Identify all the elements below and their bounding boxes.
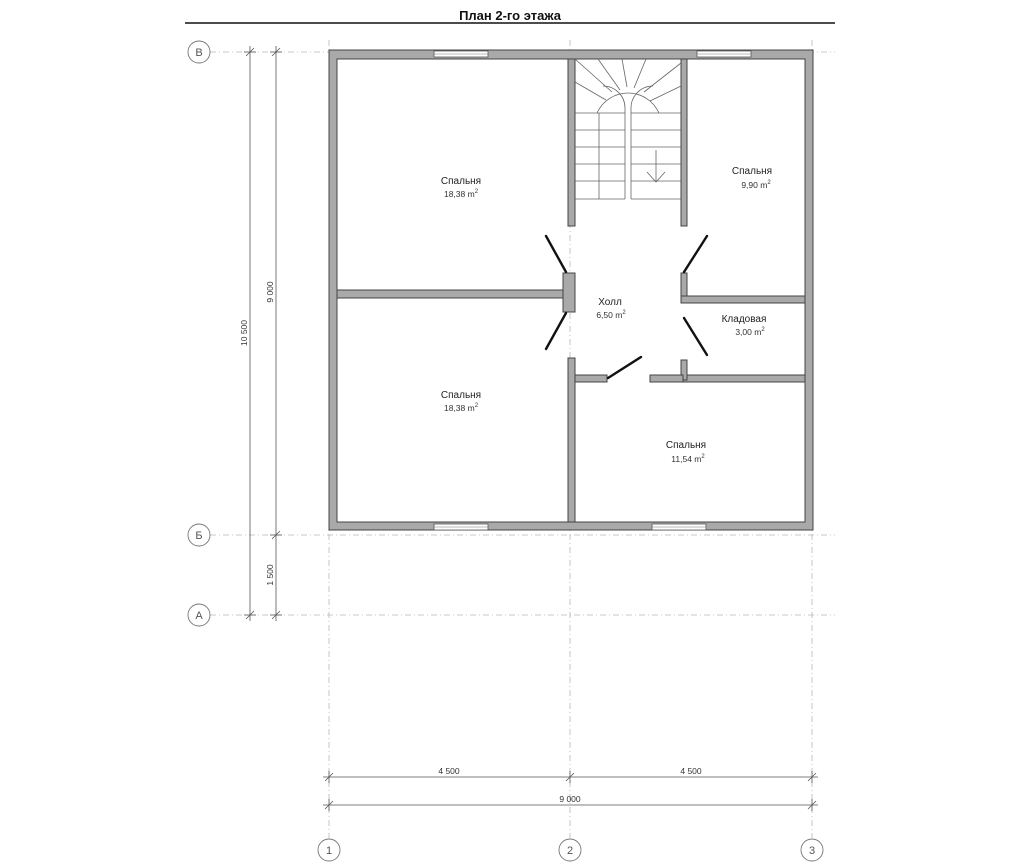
dim-slash (271, 610, 281, 620)
room-name-storage: Кладовая (722, 314, 767, 325)
axis-bubble-a (187, 603, 211, 627)
stair-winder (597, 58, 621, 91)
dim-text-vertical-small: 1 500 (265, 564, 275, 586)
axis-bubble-2 (558, 838, 582, 862)
vertical-dimensions: 10 500 9 000 1 500 (239, 46, 282, 621)
door-bedroom-se (606, 355, 643, 380)
stair-outer-arc (596, 92, 660, 114)
row-axis-markers: В Б А (187, 40, 211, 627)
axis-label-3: 3 (809, 845, 815, 857)
axis-bubble-1 (317, 838, 341, 862)
wall-storage-pier (680, 359, 688, 381)
stair-arrow-head-icon (646, 171, 666, 183)
dim-text-horizontal-right: 4 500 (680, 766, 702, 776)
stair-winder (633, 58, 647, 89)
staircase (574, 58, 682, 200)
dim-slash (245, 610, 255, 620)
dim-slash (565, 772, 575, 782)
wall-left-middle (336, 289, 570, 299)
axis-bubble-v (187, 40, 211, 64)
stair-winder (574, 58, 613, 93)
door-bedroom-nw (544, 234, 568, 274)
dim-slash (807, 772, 817, 782)
axis-grid (210, 40, 835, 838)
dim-slash (324, 800, 334, 810)
stair-inner-line-right (630, 85, 654, 199)
axis-bubble-3 (800, 838, 824, 862)
room-name-bedroom-sw: Спальня (441, 390, 481, 401)
room-labels: Спальня 18,38 m2 Спальня 9,90 m2 Холл 6,… (441, 166, 772, 464)
room-area-bedroom-sw: 18,38 m2 (444, 403, 479, 413)
stair-winder (621, 58, 628, 88)
column-axis-markers: 1 2 3 (317, 838, 824, 862)
dim-text-vertical-total: 10 500 (239, 320, 249, 346)
dim-slash (245, 47, 255, 57)
wall-stair-right (680, 58, 688, 227)
room-area-bedroom-nw: 18,38 m2 (444, 189, 479, 199)
windows (433, 50, 752, 531)
room-name-hall: Холл (598, 297, 622, 308)
wall-hall-bottom-right (649, 374, 684, 383)
stair-winder (574, 81, 607, 101)
axis-label-1: 1 (326, 845, 332, 857)
dim-slash (271, 530, 281, 540)
room-area-bedroom-se: 11,54 m2 (671, 454, 705, 464)
dim-slash (324, 772, 334, 782)
door-storage (682, 316, 709, 357)
room-area-hall: 6,50 m2 (596, 310, 626, 320)
room-area-storage: 3,00 m2 (735, 327, 765, 337)
walls (328, 49, 814, 531)
axis-label-a: А (195, 610, 203, 622)
door-bedroom-sw (544, 311, 568, 351)
room-name-bedroom-se: Спальня (666, 440, 706, 451)
axis-label-v: В (195, 47, 202, 59)
dim-text-vertical-main: 9 000 (265, 281, 275, 303)
outer-wall (328, 49, 814, 531)
wall-storage-bottom (680, 374, 806, 383)
door-bedroom-ne (682, 234, 709, 274)
room-name-bedroom-nw: Спальня (441, 176, 481, 187)
stair-winder (643, 62, 682, 93)
dim-slash (807, 800, 817, 810)
axis-label-b: Б (195, 530, 202, 542)
dim-text-horizontal-left: 4 500 (438, 766, 460, 776)
plan-title: План 2-го этажа (459, 8, 562, 23)
horizontal-dimensions: 4 500 4 500 9 000 (323, 766, 818, 811)
room-name-bedroom-ne: Спальня (732, 166, 772, 177)
doors (544, 234, 709, 380)
room-area-bedroom-ne: 9,90 m2 (741, 180, 771, 190)
dim-text-horizontal-total: 9 000 (559, 794, 581, 804)
wall-bottom-middle (567, 357, 576, 523)
wall-stair-left (567, 58, 576, 227)
wall-hall-bottom-left (574, 374, 608, 383)
stair-winder (649, 85, 682, 102)
axis-label-2: 2 (567, 845, 573, 857)
wall-storage-top (680, 295, 806, 304)
stair-inner-line-left (602, 85, 626, 199)
dim-slash (271, 47, 281, 57)
axis-bubble-b (187, 523, 211, 547)
wall-hall-left-pier (562, 272, 576, 313)
